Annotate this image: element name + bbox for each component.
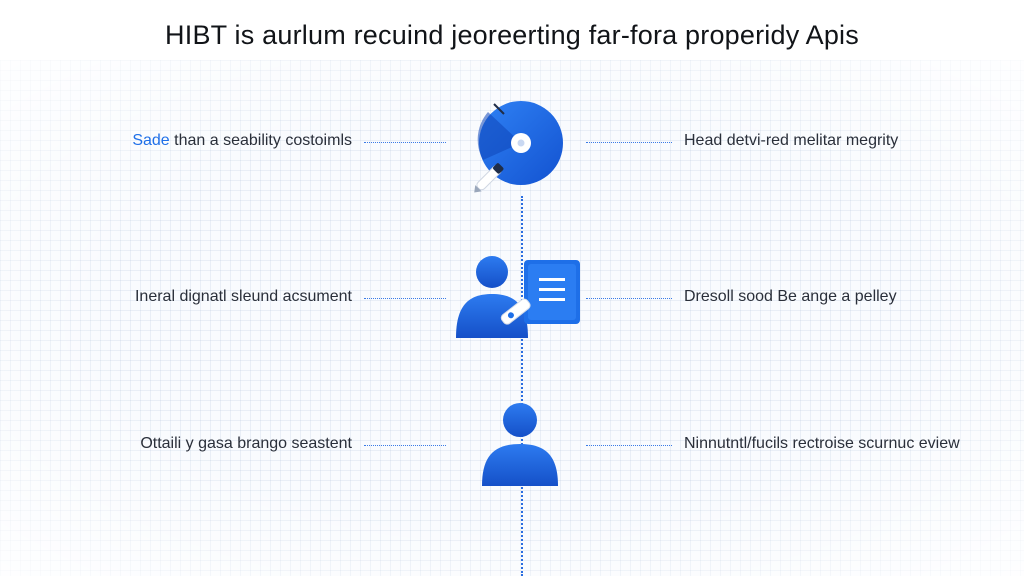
row-3-left-connector — [364, 445, 446, 446]
row-3-right-connector — [586, 445, 672, 446]
row-2-right-label: Dresoll sood Be ange a pelley — [684, 288, 897, 305]
row-1-left-text: than a seability costoimls — [169, 132, 352, 149]
page-title: HIBT is aurlum recuind jeoreerting far-f… — [165, 20, 859, 50]
row-1-right-connector — [586, 142, 672, 143]
person-icon — [482, 403, 558, 486]
person-with-document-icon — [456, 256, 580, 338]
row-1-left-accent: Sade — [132, 132, 170, 149]
row-1-left-connector — [364, 142, 446, 143]
row-2-left-label: Ineral dignatl sleund acsument — [134, 288, 352, 305]
row-1-left-label: Sade than a seability costoimls — [100, 131, 352, 151]
row-3-left-label: Ottaili y gasa brango seastent — [140, 435, 352, 452]
row-2-right-connector — [586, 298, 672, 299]
disc-with-pen-icon — [474, 101, 563, 193]
row-2-left-connector — [364, 298, 446, 299]
timeline-spine — [521, 196, 523, 576]
row-3-right-label: Ninnutntl/fucils rectroise scurnuc eview — [684, 435, 960, 452]
row-1-right-label: Head detvi-red melitar megrity — [684, 132, 899, 149]
